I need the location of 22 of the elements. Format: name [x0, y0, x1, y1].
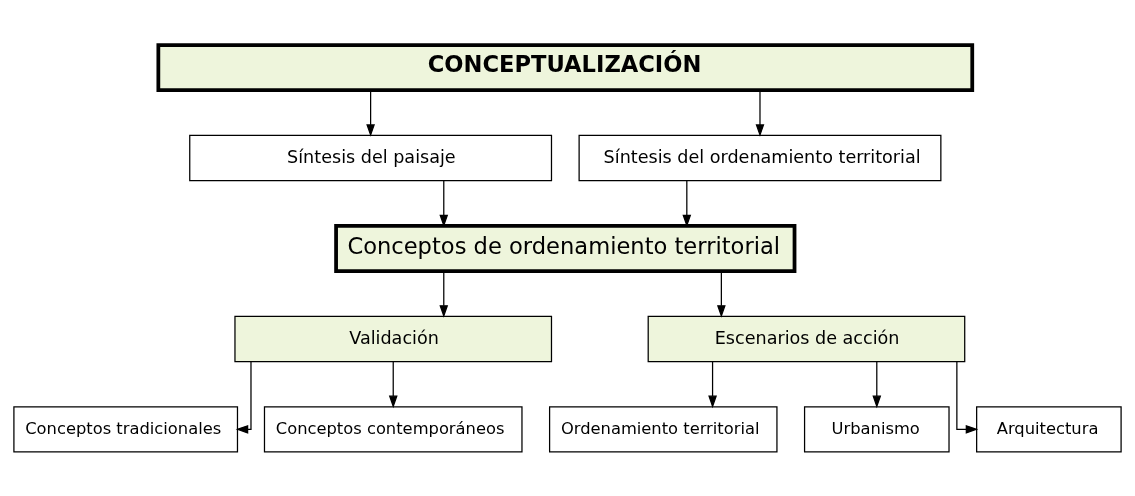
arrow [439, 179, 449, 227]
arrow [366, 89, 376, 137]
node-box: Escenarios de acción [647, 315, 966, 362]
node-box: Conceptos de ordenamiento territorial [334, 223, 797, 273]
node-box: Conceptos tradicionales [13, 405, 239, 453]
arrow [439, 270, 449, 318]
arrow [235, 360, 252, 434]
arrow [755, 89, 765, 137]
arrow [682, 179, 692, 227]
arrow [956, 360, 979, 434]
arrow [872, 360, 882, 408]
node-box: CONCEPTUALIZACIÓN [156, 42, 975, 92]
node-box: Validación [234, 315, 553, 362]
node-box: Arquitectura [976, 405, 1122, 453]
node-box: Ordenamiento territorial [548, 405, 778, 453]
node-box: Síntesis del ordenamiento territorial [578, 134, 942, 181]
arrow [708, 360, 717, 408]
node-box: Urbanismo [803, 405, 950, 453]
node-box: Conceptos contemporáneos [263, 405, 523, 453]
node-box: Síntesis del paisaje [189, 134, 553, 181]
arrow [388, 360, 398, 408]
arrow [716, 270, 726, 318]
